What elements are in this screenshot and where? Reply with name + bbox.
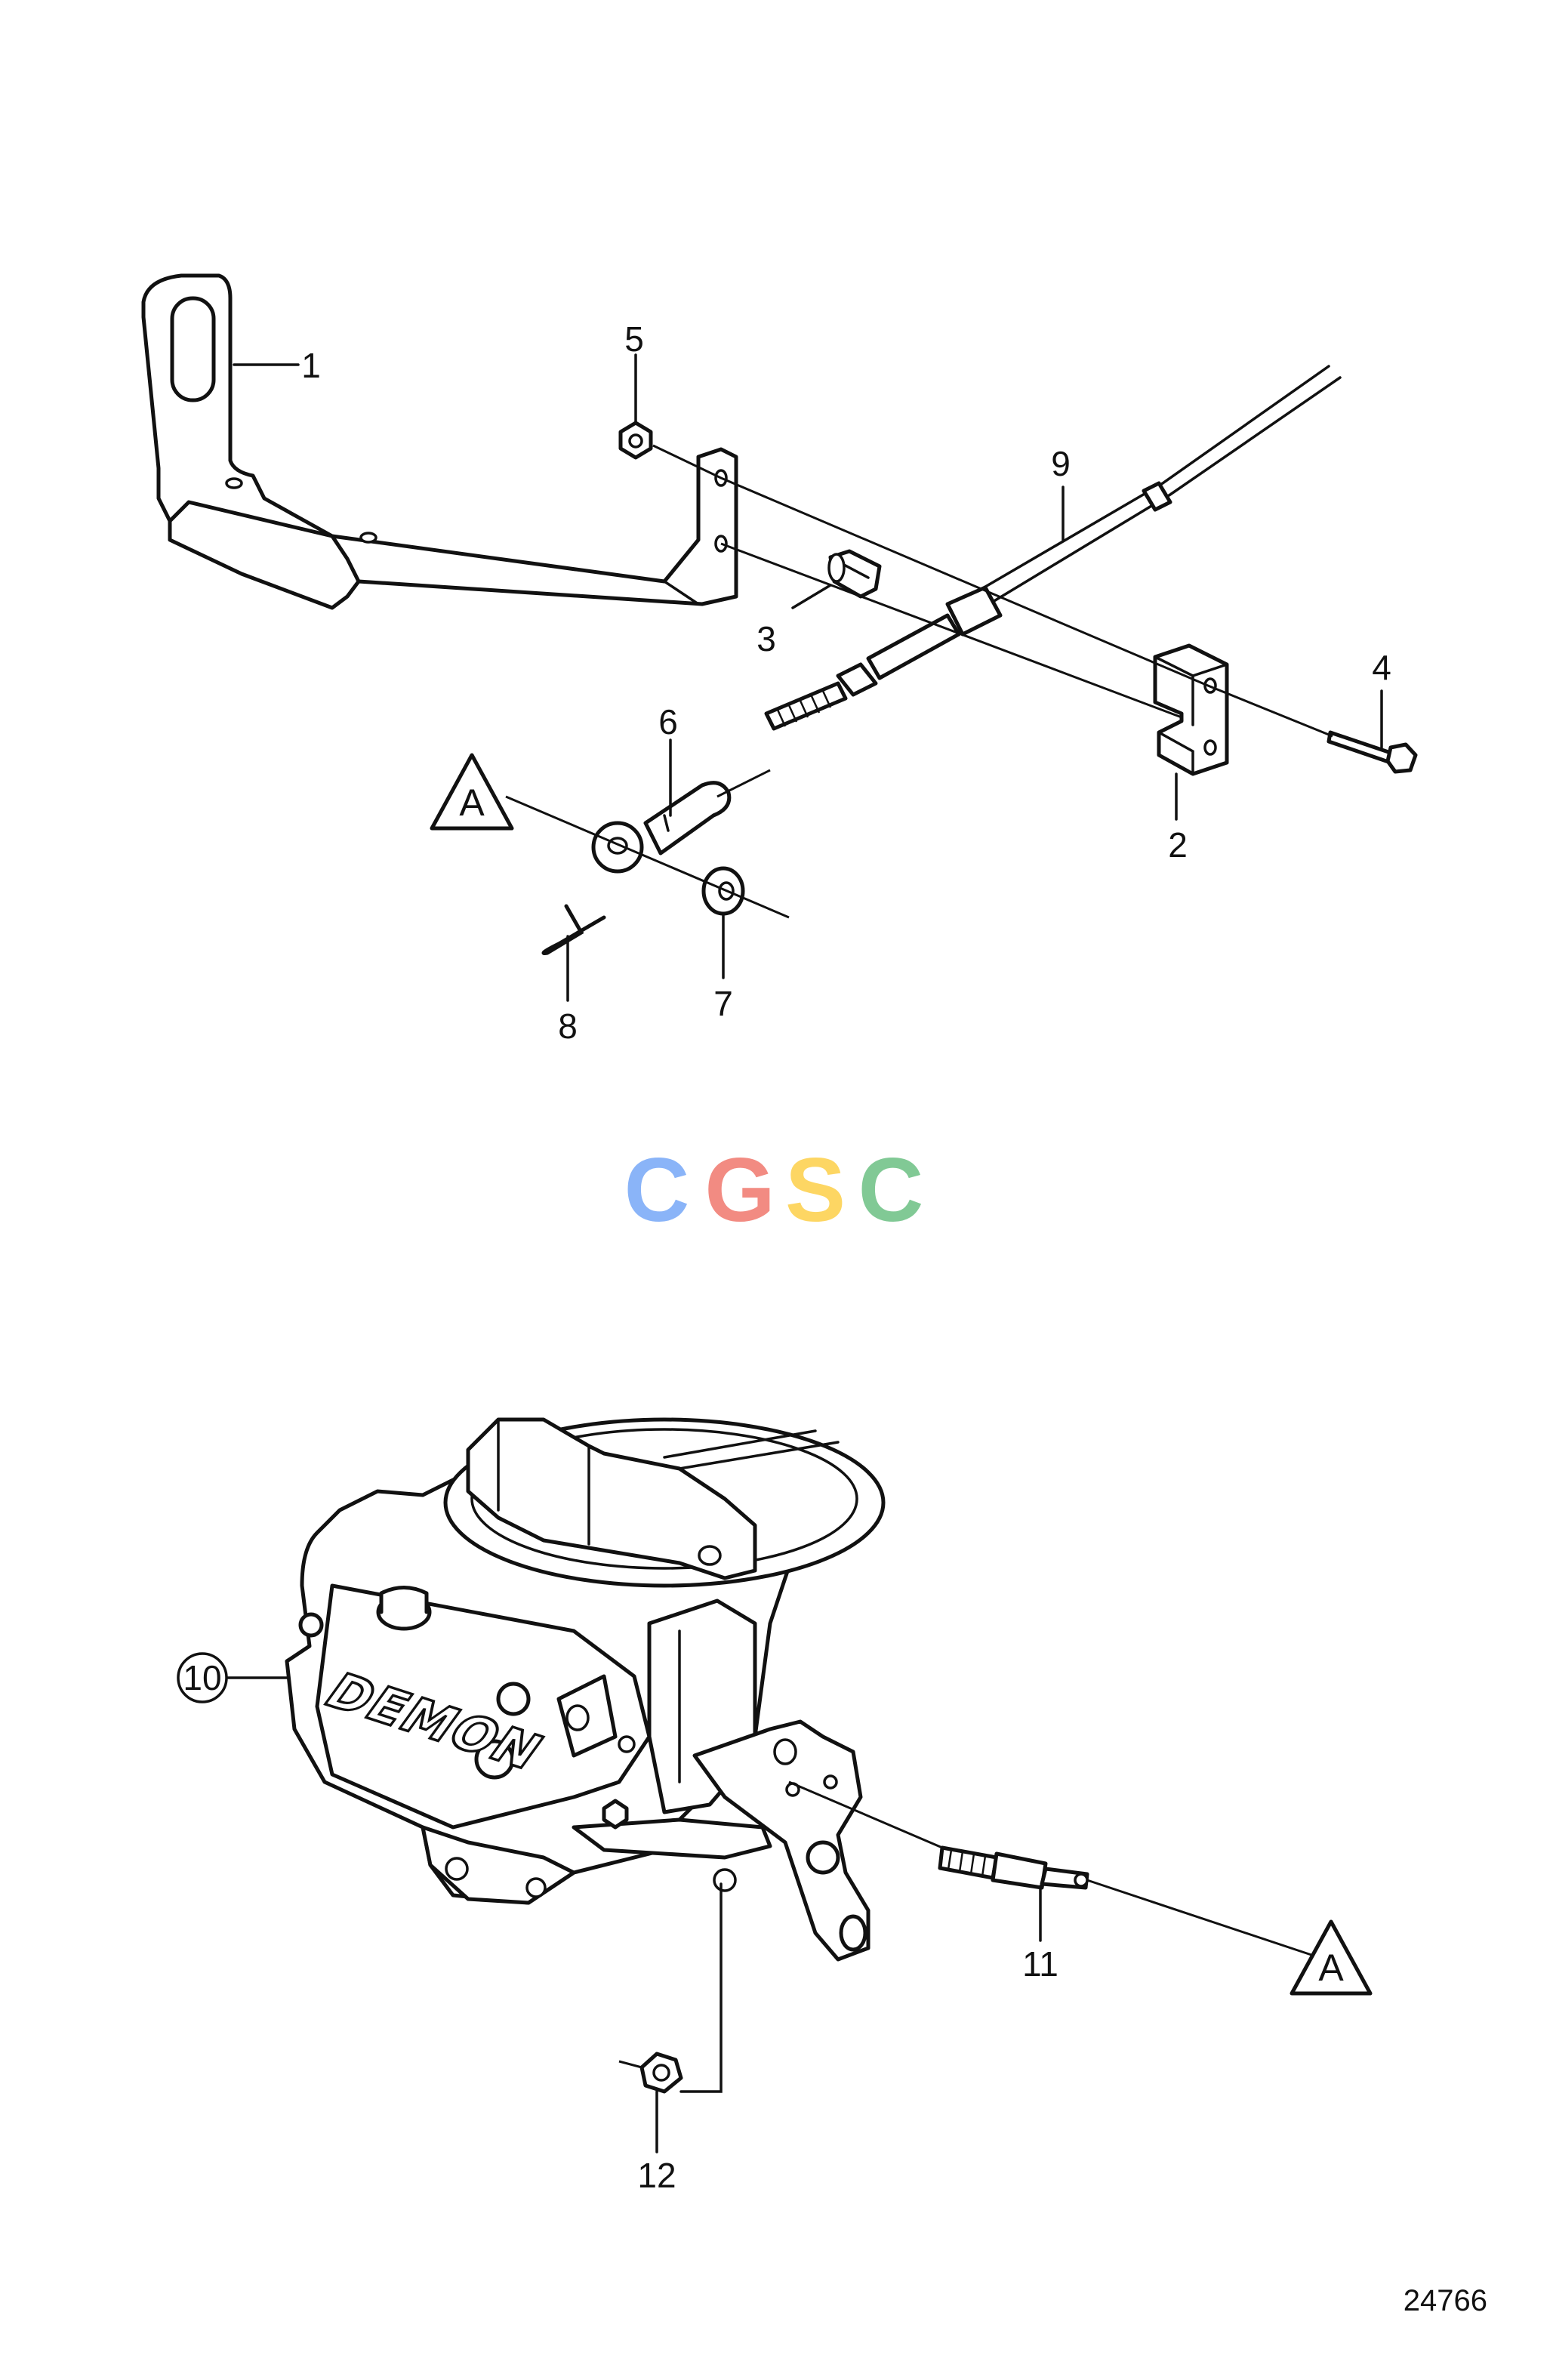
reference-mark-a-top: A: [430, 753, 514, 831]
part-6-cable-end: [591, 781, 732, 874]
callout-3: 3: [756, 619, 776, 658]
watermark-letter-s: S: [785, 1139, 846, 1241]
part-12-nut: [639, 2052, 683, 2094]
callout-4: 4: [1372, 648, 1391, 687]
callout-9: 9: [1051, 444, 1071, 483]
callout-11: 11: [1022, 1944, 1058, 1984]
cgsc-watermark-logo: C G S C: [624, 1139, 924, 1241]
reference-mark-a-bottom: A: [1290, 1919, 1373, 1996]
bottom-assembly-leader-lines: [225, 1676, 1314, 2153]
callout-5: 5: [624, 319, 644, 359]
watermark-letter-c2: C: [858, 1139, 924, 1241]
callout-6: 6: [658, 702, 678, 741]
callout-10: 10: [183, 1658, 221, 1697]
part-5-nut: [618, 421, 653, 460]
part-11-stud: [938, 1845, 1089, 1890]
reference-mark-a-bottom-label: A: [1318, 1947, 1344, 1989]
top-assembly-leader-lines: [233, 353, 1383, 1002]
part-3-bushing: [827, 549, 882, 599]
part-1-bracket: [141, 273, 738, 610]
part-2-cable-clamp: [1153, 643, 1229, 776]
callout-2: 2: [1168, 825, 1188, 865]
part-10-carburetor: [285, 1417, 886, 1962]
callout-7: 7: [713, 984, 733, 1023]
figure-number: 24766: [1404, 2284, 1487, 2317]
callout-10-circle: [177, 1652, 228, 1703]
part-7-washer: [701, 866, 745, 916]
callout-8: 8: [558, 1007, 578, 1046]
watermark-letter-c1: C: [624, 1139, 690, 1241]
watermark-letter-g: G: [704, 1139, 775, 1241]
callout-12: 12: [637, 2156, 676, 2195]
reference-mark-a-top-label: A: [459, 782, 485, 824]
part-8-clip: [541, 904, 606, 955]
callout-1: 1: [301, 346, 321, 385]
part-9-throttle-cable: [764, 365, 1342, 731]
part-4-screw: [1327, 730, 1418, 774]
